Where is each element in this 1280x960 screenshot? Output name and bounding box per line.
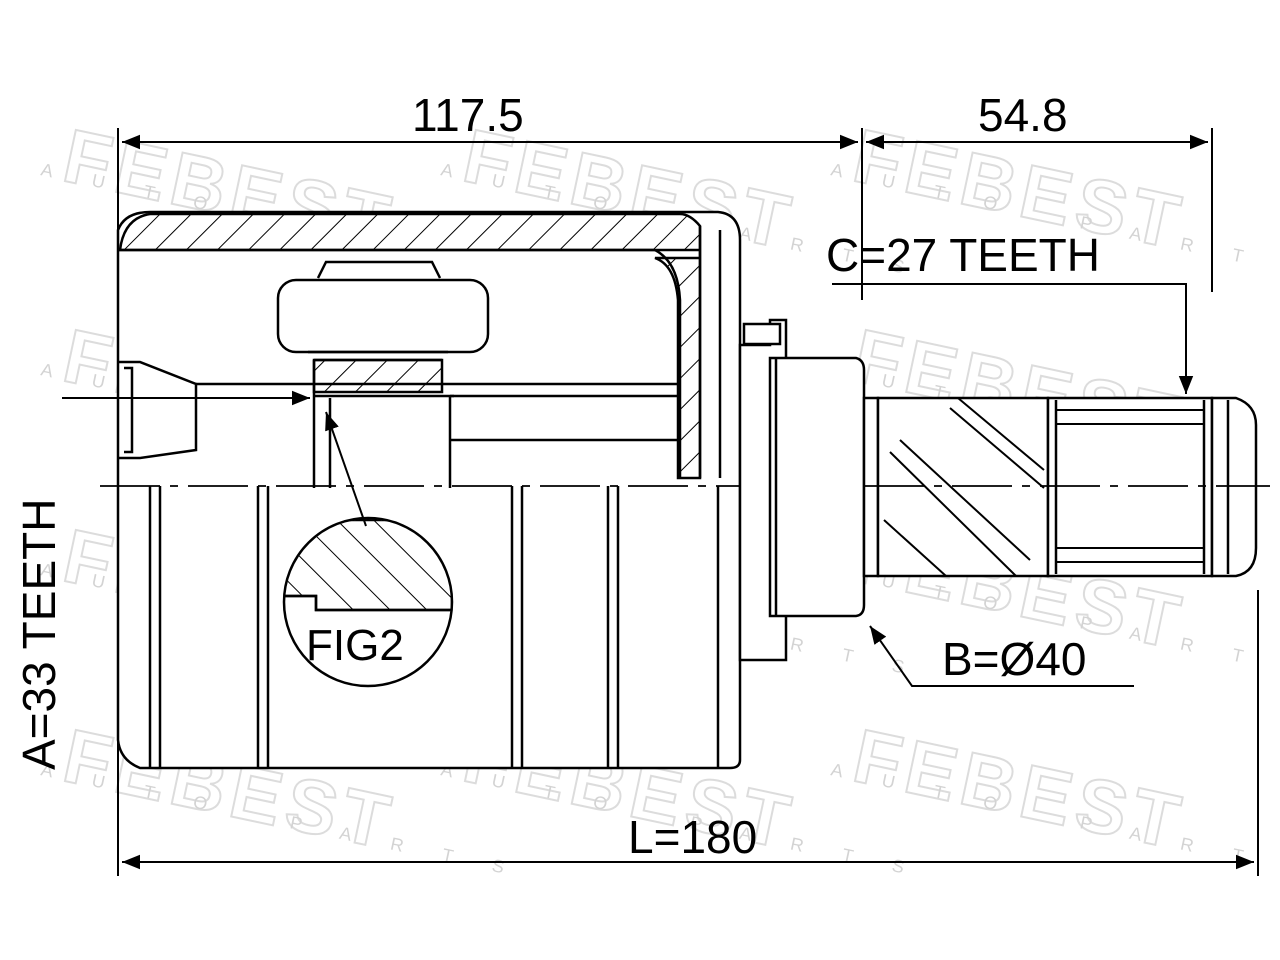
leader-lines (62, 283, 1194, 687)
dim-housing-length: 117.5 (412, 89, 524, 141)
dim-spline-length: 54.8 (978, 89, 1068, 141)
callout-inner-spline: A=33 TEETH (13, 498, 65, 770)
cv-joint-housing (100, 210, 910, 770)
fig2-detail (282, 516, 454, 688)
dim-overall-length: L=180 (628, 811, 758, 863)
callout-fig2: FIG2 (306, 621, 404, 670)
stub-shaft (738, 318, 1258, 662)
callout-seal-diameter: B=Ø40 (942, 633, 1087, 685)
callout-outer-spline: C=27 TEETH (826, 229, 1100, 281)
spline-teeth (864, 397, 1270, 577)
